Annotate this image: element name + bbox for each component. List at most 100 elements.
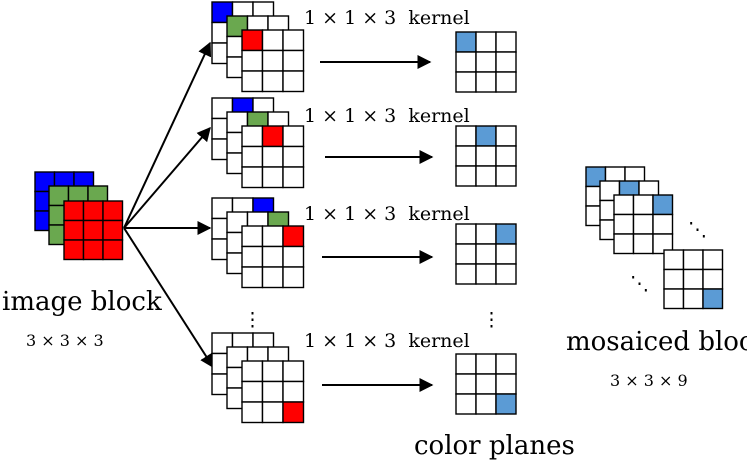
grid-cell [455,125,477,147]
mosaic-ddots-2: ⋱ [630,273,649,295]
grid-cell [261,29,284,52]
grid-cell [652,194,674,216]
mosaiced-block-title: mosaiced block [566,327,747,357]
grid-cell [475,393,497,415]
mosaiced-block-dims: 3 × 3 × 9 [610,371,688,390]
grid-cell [475,145,497,167]
grid-cell [663,288,685,310]
grid-cell [102,219,124,241]
grid-cell [613,213,635,235]
grid-cell [475,71,497,93]
grid-cell [82,200,104,222]
grid-cell [241,360,264,383]
grid-cell [495,51,517,73]
grid-cell [455,223,477,245]
image-block-dims: 3 × 3 × 3 [26,331,104,350]
grid-cell [495,243,517,265]
kernel-4-red-layer [241,360,305,424]
grid-cell [475,51,497,73]
color-plane-3 [455,223,517,285]
grid-cell [241,125,264,148]
color-planes-title: color planes [414,431,575,461]
grid-cell [682,268,704,290]
grid-cell [475,263,497,285]
arrow-to-kernel-2 [123,126,211,229]
kernel-stacks [211,1,305,424]
image-block-title: image block [2,287,162,317]
grid-cell [282,29,305,52]
grid-cell [475,243,497,265]
grid-cell [282,266,305,289]
grid-cell [282,125,305,148]
kernel-to-plane-arrows [320,55,434,392]
grid-cell [102,239,124,261]
grid-cell [241,245,264,268]
grid-cell [241,145,264,168]
grid-cell [455,31,477,53]
grid-cell [261,245,284,268]
grid-cell [63,219,85,241]
grid-cell [261,360,284,383]
grid-cell [632,233,654,255]
grid-cell [63,239,85,261]
grid-cell [613,194,635,216]
kernel-2-red-layer [241,125,305,189]
grid-cell [495,145,517,167]
grid-cell [652,233,674,255]
grid-cell [455,263,477,285]
color-planes [455,31,517,415]
grid-cell [475,31,497,53]
grid-cell [682,249,704,271]
color-plane-1 [455,31,517,93]
grid-cell [82,239,104,261]
kernel-3-red-layer [241,225,305,289]
grid-cell [455,71,477,93]
kernel-label-1: 1 × 1 × 3 kernel [304,7,470,29]
grid-cell [652,213,674,235]
grid-cell [282,245,305,268]
grid-cell [455,243,477,265]
grid-cell [261,225,284,248]
grid-cell [455,353,477,375]
grid-cell [663,268,685,290]
grid-cell [495,263,517,285]
grid-cell [261,125,284,148]
red-channel-grid [63,200,124,261]
grid-cell [261,49,284,72]
grid-cell [495,353,517,375]
fanout-arrows [123,41,214,369]
grid-cell [495,373,517,395]
grid-cell [261,266,284,289]
grid-cell [261,380,284,403]
grid-cell [475,165,497,187]
grid-cell [475,223,497,245]
grid-cell [475,125,497,147]
grid-cell [632,213,654,235]
grid-cell [495,125,517,147]
color-plane-2 [455,125,517,187]
grid-cell [282,49,305,72]
grid-cell [282,401,305,424]
grid-cell [282,360,305,383]
grid-cell [241,380,264,403]
grid-cell [455,145,477,167]
color-plane-4 [455,353,517,415]
grid-cell [702,288,724,310]
image-block-stack [34,171,124,261]
grid-cell [63,200,85,222]
mosaic-ddots-1: ⋱ [688,219,707,241]
grid-cell [495,165,517,187]
grid-cell [682,288,704,310]
grid-cell [102,200,124,222]
kernel-label-4: 1 × 1 × 3 kernel [304,330,470,352]
grid-cell [261,145,284,168]
grid-cell [241,266,264,289]
grid-cell [702,268,724,290]
kernel-1-red-layer [241,29,305,93]
grid-cell [261,166,284,189]
kernel-label-2: 1 × 1 × 3 kernel [304,105,470,127]
grid-cell [495,31,517,53]
mosaic-layer-3 [613,194,674,255]
